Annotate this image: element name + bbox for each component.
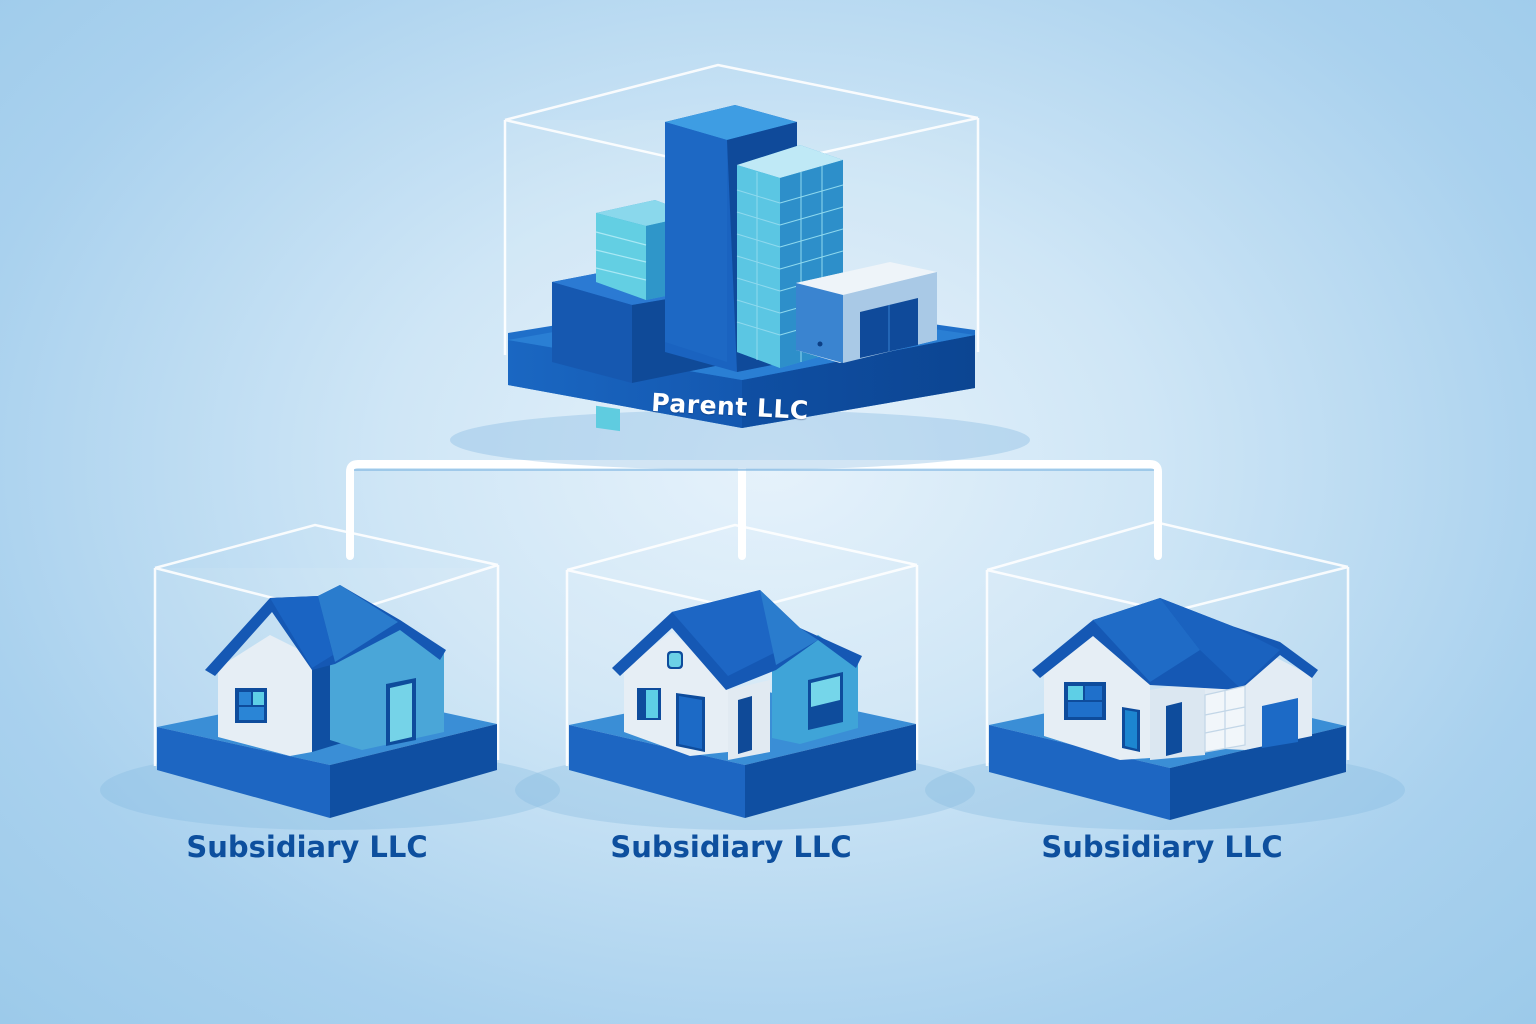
subsidiary-llc-label-3: Subsidiary LLC xyxy=(1041,830,1283,864)
house-icon xyxy=(205,585,446,756)
subsidiary-llc-label-1: Subsidiary LLC xyxy=(186,830,428,864)
house-icon xyxy=(612,590,862,760)
house-with-garage-icon xyxy=(1032,598,1318,760)
subsidiary-llc-label-2: Subsidiary LLC xyxy=(610,830,852,864)
office-buildings-icon xyxy=(552,105,937,432)
